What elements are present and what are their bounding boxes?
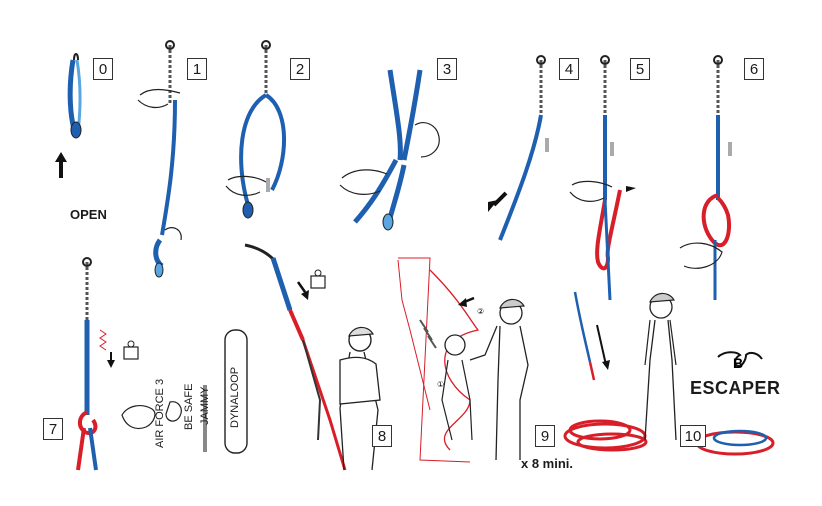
weight-icon <box>310 269 326 289</box>
escaper-logo-icon: B <box>717 351 763 371</box>
svg-text:B: B <box>733 355 743 371</box>
hand-carabiner-icon <box>121 385 207 452</box>
step-0-figure <box>67 53 82 139</box>
repeat-label: x 8 mini. <box>521 456 574 471</box>
step-number-10: 10 <box>680 425 706 447</box>
step-6-figure <box>679 55 732 300</box>
step-4-figure <box>498 55 549 241</box>
be-safe-label: BE SAFE <box>183 383 195 430</box>
up-arrow-icon <box>55 152 67 178</box>
brand-name: ESCAPER <box>690 378 781 398</box>
step-2-figure <box>225 40 287 219</box>
air-force-label: AIR FORCE 3 <box>154 378 166 448</box>
down-arrow-icon <box>296 281 309 300</box>
step-9-figure: ① ② <box>397 257 529 463</box>
step-number-3: 3 <box>437 58 457 80</box>
step-number-1: 1 <box>187 58 207 80</box>
step-number-5: 5 <box>630 58 650 80</box>
step-number-0: 0 <box>93 58 113 80</box>
left-arrow-icon <box>458 296 475 307</box>
down-arrow-icon <box>596 324 610 370</box>
step-8-figure <box>244 243 381 471</box>
svg-text:②: ② <box>477 307 484 316</box>
step-number-4: 4 <box>559 58 579 80</box>
dynaloop-label: DYNALOOP <box>229 366 241 428</box>
jammy-label: JAMMY <box>199 386 211 426</box>
open-label: OPEN <box>70 207 107 222</box>
svg-text:①: ① <box>437 380 444 389</box>
down-left-arrow-icon <box>488 191 508 212</box>
step-number-7: 7 <box>43 418 63 440</box>
step-1-figure <box>137 40 182 278</box>
step-7-figure <box>76 257 107 471</box>
step-number-9: 9 <box>535 425 555 447</box>
down-arrow-icon <box>107 352 115 368</box>
step-3-figure <box>339 69 440 231</box>
step-number-2: 2 <box>290 58 310 80</box>
dynaloop-sling-icon <box>224 329 248 454</box>
step-number-8: 8 <box>372 425 392 447</box>
weight-icon <box>123 340 139 360</box>
step-10-figure <box>563 291 775 456</box>
step-5-figure <box>569 55 636 301</box>
step-number-6: 6 <box>744 58 764 80</box>
